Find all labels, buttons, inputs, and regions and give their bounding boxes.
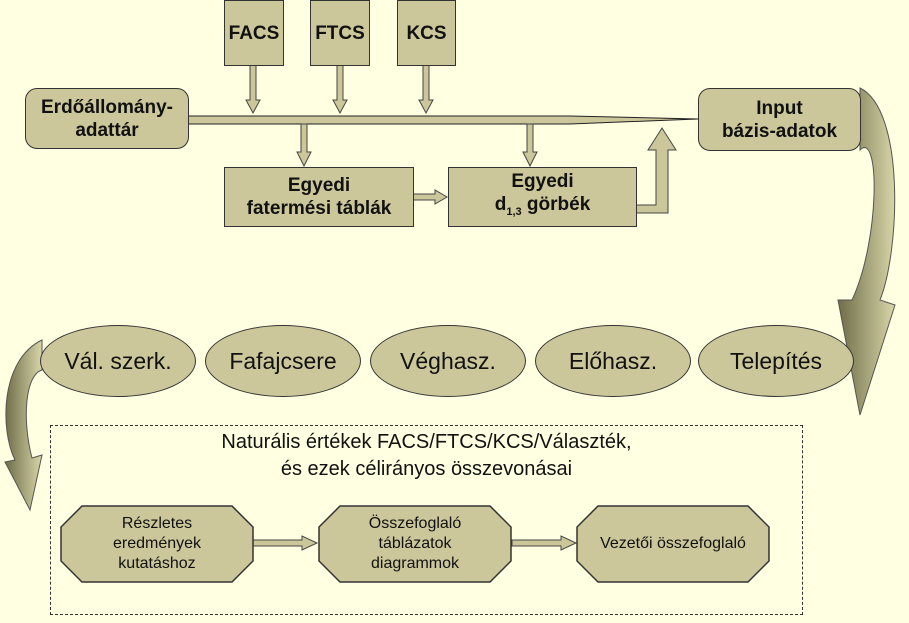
results-title-line1: Naturális értékek FACS/FTCS/KCS/Választé… (221, 431, 632, 453)
tables-line2: fatermési táblák (246, 198, 392, 219)
forest-database-box: Erdőállomány- adattár (25, 88, 189, 149)
source-kcs: KCS (397, 0, 456, 66)
source-line2: adattár (75, 119, 139, 141)
stage-val-szerk: Vál. szerk. (40, 325, 196, 397)
curves-box: Egyedi d1,3 görbék (448, 167, 637, 227)
stage-fafajcsere: Fafajcsere (205, 325, 361, 397)
bus-to-curves-arrow (522, 123, 538, 168)
facs-arrow (245, 64, 261, 115)
curves-to-input-arrow (635, 127, 677, 214)
stage-elohasz: Előhasz. (535, 325, 691, 397)
curves-line1: Egyedi (511, 171, 574, 193)
results-frame (50, 425, 803, 615)
output-executive-summary: Vezetői összefoglaló (576, 505, 770, 583)
out1-to-out2-arrow (252, 535, 319, 551)
out2-to-out3-arrow (511, 535, 578, 551)
source-ftcs: FTCS (310, 0, 370, 66)
curves-line2: d1,3 görbék (494, 194, 591, 218)
tables-to-curves-arrow (412, 189, 448, 205)
curved-arrow-right (837, 87, 896, 416)
input-line2: bázis-adatok (721, 120, 838, 142)
curved-arrow-left (4, 339, 43, 512)
ftcs-arrow (332, 64, 348, 115)
main-bus-arrow (187, 115, 699, 125)
kcs-arrow (418, 64, 434, 115)
source-line1: Erdőállomány- (41, 96, 173, 118)
results-title-line2: és ezek célirányos összevonásai (280, 458, 573, 480)
source-facs: FACS (224, 0, 284, 66)
input-line1: Input (756, 97, 803, 119)
input-box: Input bázis-adatok (698, 88, 861, 151)
stage-telepites: Telepítés (698, 325, 854, 397)
stage-veghasz: Véghasz. (370, 325, 526, 397)
bus-to-tables-arrow (296, 123, 312, 168)
yield-tables-box: Egyedi fatermési táblák (224, 167, 414, 227)
tables-line1: Egyedi (287, 175, 351, 196)
